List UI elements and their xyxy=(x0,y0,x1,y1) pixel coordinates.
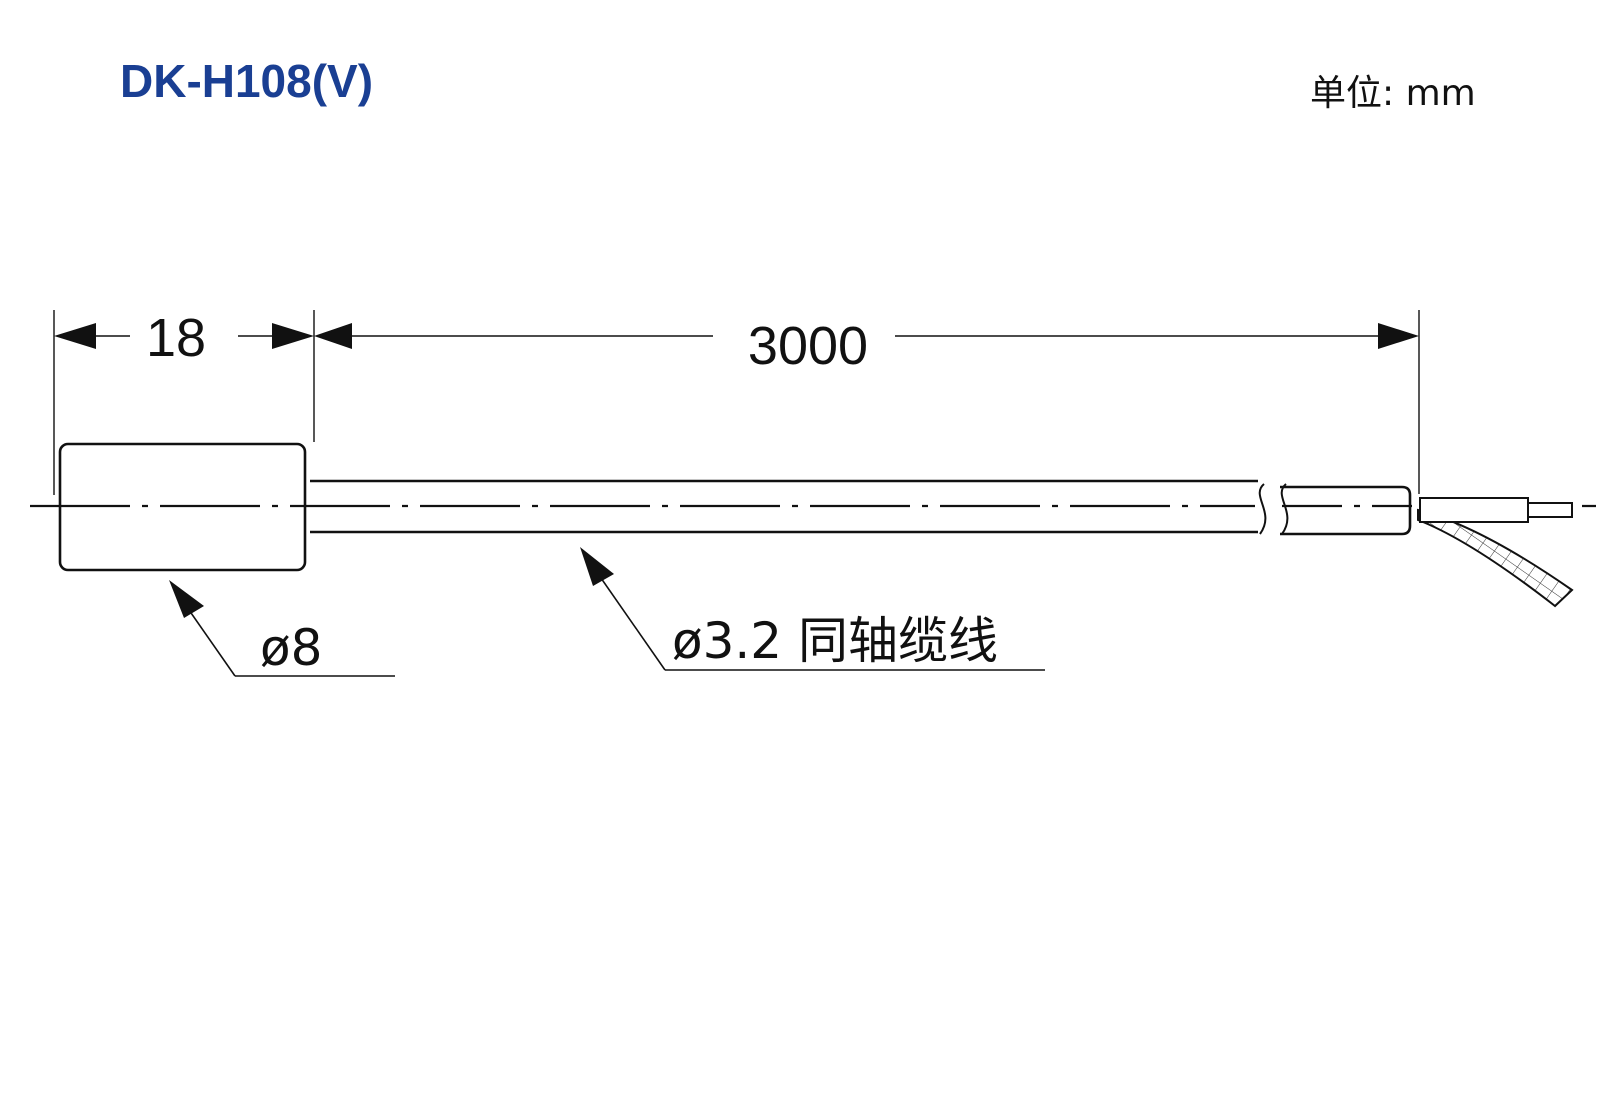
extension-lines xyxy=(53,310,1420,495)
unit-label: 单位: mm xyxy=(1310,73,1476,114)
center-conductor xyxy=(1527,502,1573,518)
arrow-left-icon xyxy=(54,323,96,349)
dimension-head-length: 18 xyxy=(54,308,314,368)
leader-head-diameter: ø8 xyxy=(169,580,395,677)
dimension-cable-length: 3000 xyxy=(314,316,1419,376)
sensor-head xyxy=(58,442,307,572)
cable-description-label: ø3.2 同轴缆线 xyxy=(672,612,998,670)
dimension-text-head-length: 18 xyxy=(146,308,206,368)
leader-cable-diameter: ø3.2 同轴缆线 xyxy=(580,547,1045,671)
arrow-right-icon xyxy=(1378,323,1419,349)
arrow-icon xyxy=(169,580,204,618)
cable-break-icon xyxy=(1258,483,1289,535)
inner-insulator xyxy=(1419,497,1529,523)
arrow-left-icon xyxy=(314,323,352,349)
stripped-cable-end xyxy=(1417,497,1574,608)
coaxial-cable xyxy=(310,479,1412,536)
braided-shield xyxy=(1417,508,1574,608)
arrow-right-icon xyxy=(272,323,314,349)
dimension-text-cable-length: 3000 xyxy=(748,316,868,376)
arrow-icon xyxy=(580,547,614,586)
head-diameter-label: ø8 xyxy=(260,619,322,677)
model-title: DK-H108(V) xyxy=(120,55,374,107)
